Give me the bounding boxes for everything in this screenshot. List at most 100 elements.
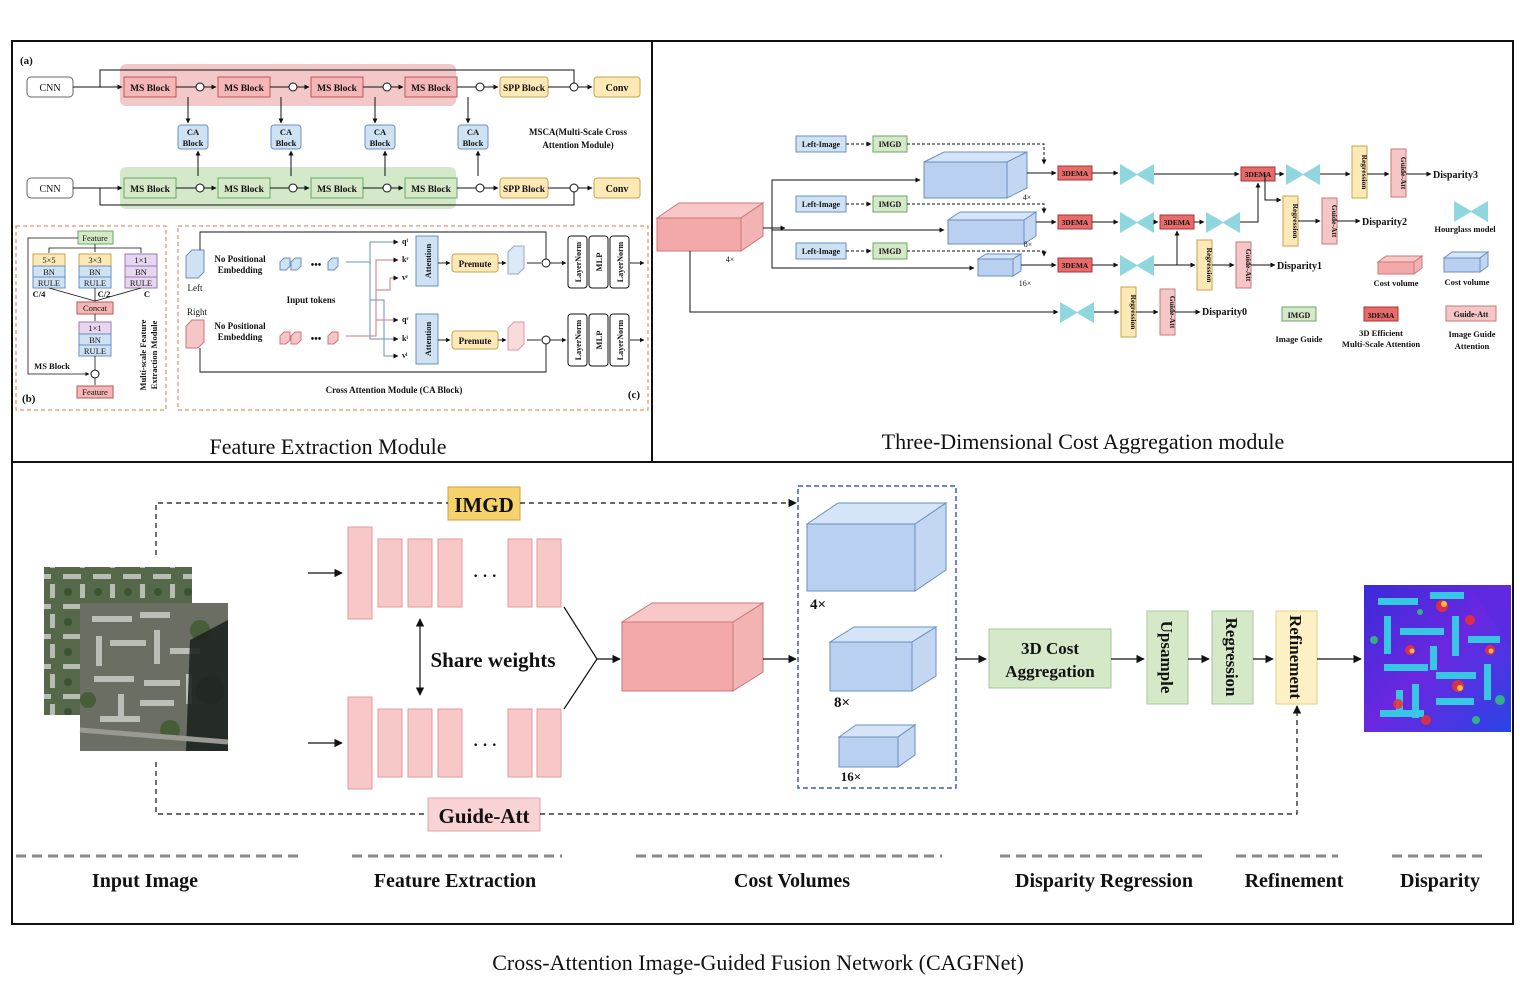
qkv-lines-blue bbox=[346, 239, 399, 359]
svg-text:LayerNorm: LayerNorm bbox=[574, 319, 583, 360]
svg-text:C/4: C/4 bbox=[33, 289, 47, 299]
sub-b-side-label-2: Extraction Module bbox=[149, 320, 159, 389]
feature-extraction-title: Feature Extraction Module bbox=[209, 434, 446, 459]
svg-text:BN: BN bbox=[43, 267, 55, 277]
svg-text:vʳ: vʳ bbox=[402, 273, 408, 282]
svg-text:Premute: Premute bbox=[459, 336, 492, 346]
ms-blocks-bottom: MS Block MS Block MS Block MS Block bbox=[123, 177, 458, 199]
svg-text:Regression: Regression bbox=[1129, 295, 1138, 331]
stage-labels: Input Image Feature Extraction Cost Volu… bbox=[92, 870, 1480, 892]
network-arrows bbox=[308, 568, 1362, 748]
svg-text:MS Block: MS Block bbox=[317, 84, 358, 94]
sub-b-feature-bottom: Feature bbox=[82, 387, 108, 397]
ca-regression-guide: Regression Guide-Att Regression Guide-At… bbox=[1120, 145, 1408, 338]
stage-disparity-regression: Disparity Regression bbox=[1015, 870, 1193, 892]
input-image-stack bbox=[44, 567, 229, 751]
ca-legend: Hourglass model Cost volume Cost volume … bbox=[1276, 224, 1497, 351]
sub-b-feature-top: Feature bbox=[82, 233, 108, 243]
svg-text:Block: Block bbox=[370, 138, 391, 148]
network-cost-volume bbox=[620, 602, 765, 692]
svg-text:IMGD: IMGD bbox=[879, 140, 902, 149]
svg-text:MS Block: MS Block bbox=[224, 84, 265, 94]
svg-text:LayerNorm: LayerNorm bbox=[616, 241, 625, 282]
svg-text:IMGD: IMGD bbox=[1288, 311, 1311, 320]
svg-text:Cost volume: Cost volume bbox=[1444, 277, 1489, 287]
input-tokens-label: Input tokens bbox=[287, 295, 336, 305]
ca-arrows bbox=[689, 170, 1432, 315]
svg-text:MS Block: MS Block bbox=[411, 84, 452, 94]
svg-text:vˡ: vˡ bbox=[402, 351, 408, 360]
sub-b-side-label-1: Multi-scale Feature bbox=[138, 319, 148, 390]
subpanel-c-frame bbox=[177, 225, 649, 411]
left-label: Left bbox=[188, 283, 203, 293]
ca-input-volume bbox=[655, 202, 765, 252]
svg-text:MS Block: MS Block bbox=[130, 185, 171, 195]
ca-scale-8x: 8× bbox=[1024, 240, 1033, 249]
svg-text:3DEMA: 3DEMA bbox=[1062, 261, 1089, 270]
net-scale-16x: 16× bbox=[841, 769, 861, 784]
svg-text:Guide-Att: Guide-Att bbox=[1244, 249, 1253, 282]
regression-label: Regression bbox=[1222, 617, 1241, 697]
svg-text:Hourglass model: Hourglass model bbox=[1434, 224, 1496, 234]
svg-text:CA: CA bbox=[374, 127, 387, 137]
guide-att-label: Guide-Att bbox=[439, 804, 530, 828]
svg-text:•••: ••• bbox=[311, 334, 322, 345]
ca-scale-4x: 4× bbox=[1023, 193, 1032, 202]
ca-dashed-arrows bbox=[846, 141, 1047, 257]
ca-scale-16x: 16× bbox=[1019, 279, 1032, 288]
svg-text:Attention: Attention bbox=[1455, 341, 1490, 351]
svg-text:Disparity1: Disparity1 bbox=[1277, 261, 1322, 272]
sub-b-ms-block: MS Block bbox=[34, 361, 70, 371]
svg-text:Block: Block bbox=[276, 138, 297, 148]
cost-aggregation-panel: 4× 4× 8× 16× Left-Image IMGD Left-Image bbox=[655, 135, 1497, 351]
msca-label-1: MSCA(Multi-Scale Cross bbox=[529, 127, 628, 137]
tower-bottom-dots: · · · bbox=[473, 737, 497, 754]
qkv-lines-red bbox=[346, 257, 399, 337]
npe-bottom-2: Embedding bbox=[218, 332, 263, 342]
svg-text:Left-Image: Left-Image bbox=[802, 200, 841, 209]
svg-text:3D Efficient: 3D Efficient bbox=[1359, 328, 1403, 338]
subpanel-c: (c) Left No Positional Embedding ••• Inp… bbox=[177, 225, 649, 411]
refinement-box bbox=[1275, 610, 1318, 705]
disparity-map bbox=[1364, 585, 1511, 732]
subpanel-a: (a) CNN MS Block MS Block MS Block MS Bl… bbox=[20, 55, 641, 209]
svg-text:3DEMA: 3DEMA bbox=[1164, 218, 1191, 227]
svg-text:Disparity0: Disparity0 bbox=[1202, 307, 1247, 318]
svg-text:Premute: Premute bbox=[459, 259, 492, 269]
svg-text:LayerNorm: LayerNorm bbox=[574, 241, 583, 282]
svg-text:3DEMA: 3DEMA bbox=[1245, 170, 1272, 179]
svg-text:kˡ: kˡ bbox=[402, 334, 408, 343]
stage-feature-extraction: Feature Extraction bbox=[374, 870, 536, 892]
label-b: (b) bbox=[22, 393, 36, 405]
stage-disparity: Disparity bbox=[1400, 870, 1480, 892]
svg-text:Guide-Att: Guide-Att bbox=[1454, 310, 1489, 319]
svg-text:BN: BN bbox=[89, 267, 101, 277]
network-frame bbox=[11, 461, 1514, 925]
svg-text:3×3: 3×3 bbox=[88, 255, 101, 265]
net-scale-4x: 4× bbox=[810, 597, 826, 613]
output-cube-top bbox=[507, 245, 525, 275]
svg-text:5×5: 5×5 bbox=[42, 255, 55, 265]
svg-text:1×1: 1×1 bbox=[134, 255, 147, 265]
svg-text:MS Block: MS Block bbox=[224, 185, 265, 195]
ca-volume-4x bbox=[923, 151, 1028, 199]
svg-text:RULE: RULE bbox=[84, 346, 106, 356]
svg-text:Left-Image: Left-Image bbox=[802, 247, 841, 256]
svg-text:MLP: MLP bbox=[594, 331, 604, 350]
figure-caption: Cross-Attention Image-Guided Fusion Netw… bbox=[492, 950, 1024, 975]
npe-top-1: No Positional bbox=[214, 254, 266, 264]
sub-b-concat: Concat bbox=[83, 303, 108, 313]
ca-hourglasses bbox=[1060, 164, 1488, 323]
svg-text:C/2: C/2 bbox=[98, 289, 111, 299]
regression-box bbox=[1211, 610, 1254, 705]
net-scale-8x: 8× bbox=[834, 695, 850, 711]
layernorm-mlp-bottom bbox=[567, 313, 630, 367]
net-volume-4x bbox=[805, 502, 948, 592]
output-cube-bottom bbox=[507, 321, 525, 351]
svg-text:RULE: RULE bbox=[38, 278, 60, 288]
subpanel-b-frame bbox=[15, 225, 167, 411]
cost-aggregation-frame bbox=[651, 40, 1514, 463]
svg-text:qʳ: qʳ bbox=[402, 315, 408, 324]
svg-text:BN: BN bbox=[89, 335, 101, 345]
ca-volume-16x bbox=[976, 253, 1023, 277]
